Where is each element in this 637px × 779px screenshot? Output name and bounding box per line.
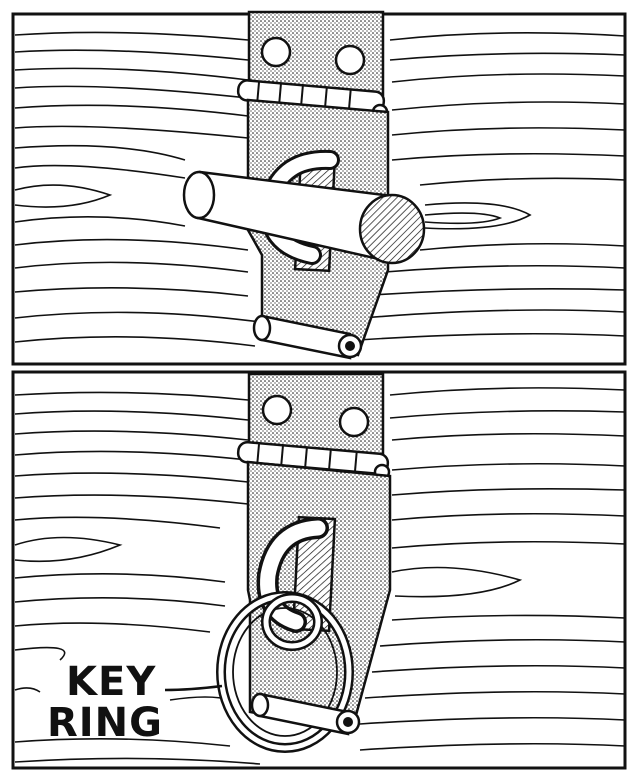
bottom-rivet-left-icon (263, 396, 291, 424)
top-rivet-left-icon (262, 38, 290, 66)
key-ring-label-line1: KEY (66, 662, 156, 702)
top-panel (13, 12, 625, 364)
top-rivet-right-icon (336, 46, 364, 74)
bottom-rivet-right-icon (340, 408, 368, 436)
key-ring-label-line2: RING (47, 703, 163, 743)
